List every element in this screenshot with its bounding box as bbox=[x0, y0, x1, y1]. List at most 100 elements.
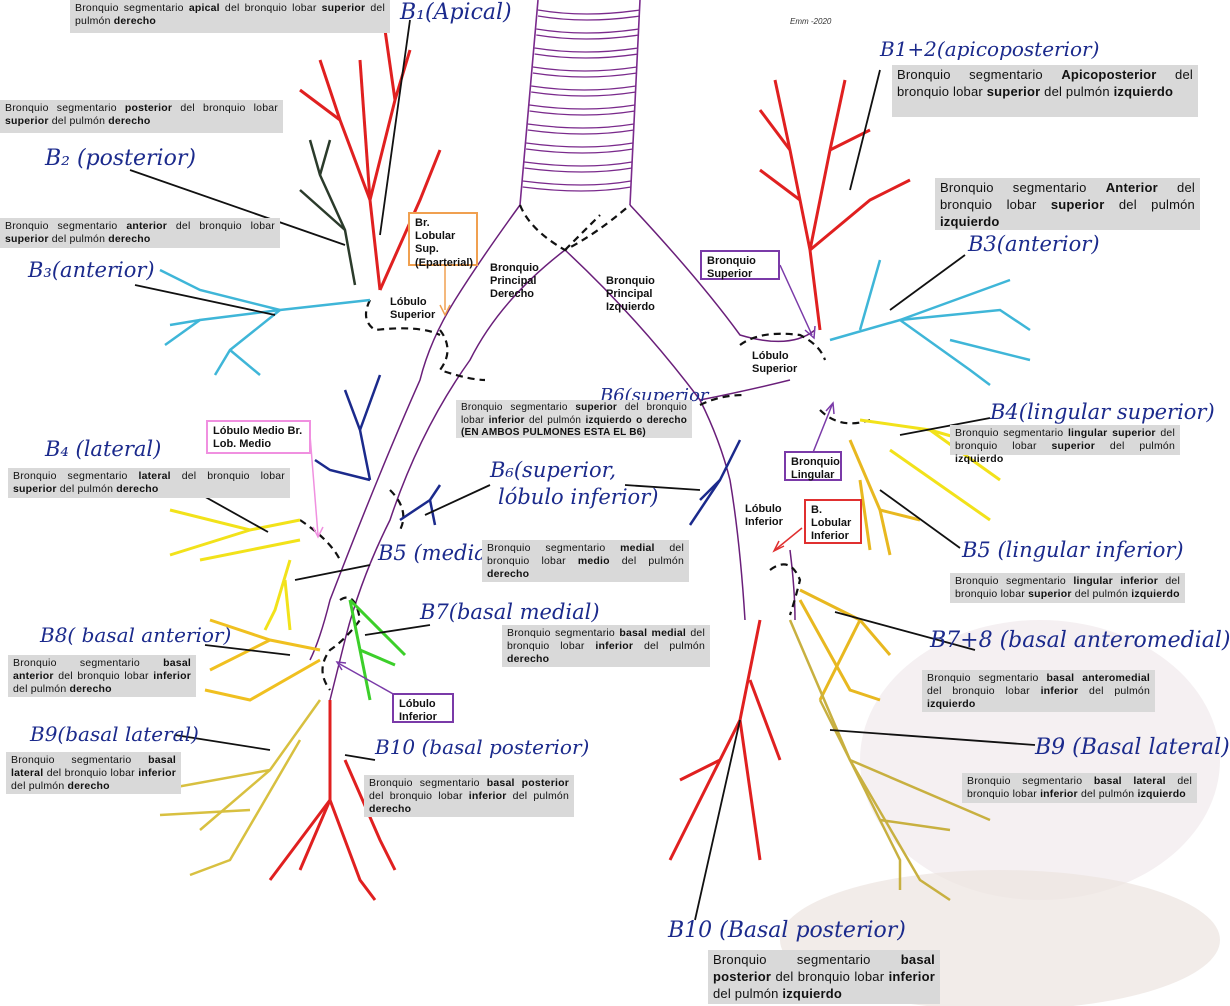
trachea-ring bbox=[524, 167, 633, 173]
desc-emphasis: lingular inferior bbox=[1073, 575, 1158, 587]
trachea-ring bbox=[531, 85, 637, 91]
callout-lobulo-medio: Lóbulo Medio Br. Lob. Medio bbox=[206, 420, 311, 454]
r-medial-branches bbox=[314, 374, 382, 482]
desc-text: Bronquio segmentario bbox=[927, 672, 1047, 684]
l-anterior-branches bbox=[829, 259, 1031, 386]
desc-text: del pulmón bbox=[1104, 196, 1195, 212]
desc-text: del bronquio lobar bbox=[167, 220, 275, 232]
desc-emphasis: derecho bbox=[369, 803, 412, 816]
l-superior-b6-branches bbox=[688, 439, 742, 526]
label-l-b10-basal-posterior: B10 (Basal posterior) bbox=[668, 918, 906, 943]
label-l-b4-lingular-superior: B4(lingular superior) bbox=[990, 400, 1215, 424]
desc-superior-both: Bronquio segmentario superior del bronqu… bbox=[456, 400, 692, 438]
desc-text: del pulmón bbox=[713, 985, 783, 1001]
l-basal-posterior-branches bbox=[668, 619, 782, 861]
desc-emphasis: apical bbox=[188, 2, 220, 14]
label-b9-basal-lateral: B9(basal lateral) bbox=[30, 722, 199, 746]
desc-emphasis: derecho bbox=[67, 780, 110, 793]
desc-text: del bronquio lobar bbox=[967, 775, 1192, 801]
desc-emphasis: izquierdo bbox=[1137, 788, 1186, 801]
desc-emphasis: derecho bbox=[507, 653, 550, 666]
desc-emphasis: basal lateral bbox=[11, 754, 176, 780]
desc-emphasis: izquierdo o derecho bbox=[585, 414, 687, 426]
label-l-b9-basal-lateral: B9 (Basal lateral) bbox=[1035, 735, 1230, 760]
desc-text: Bronquio segmentario bbox=[967, 775, 1094, 787]
desc-text: Bronquio segmentario bbox=[955, 427, 1068, 439]
desc-emphasis: medio bbox=[577, 555, 610, 568]
label-b6-lobulo-inferior: lóbulo inferior) bbox=[498, 485, 659, 509]
desc-emphasis: basal medial bbox=[619, 627, 687, 639]
label-b6-superior: B₆(superior, bbox=[490, 458, 617, 482]
desc-emphasis: superior bbox=[986, 83, 1041, 99]
trachea-ring bbox=[537, 15, 641, 21]
desc-text: Bronquio segmentario bbox=[507, 627, 620, 639]
desc-emphasis: inferior bbox=[138, 767, 176, 780]
desc-emphasis: izquierdo bbox=[1113, 83, 1174, 99]
desc-text: del pulmón bbox=[56, 483, 117, 496]
label-b3-anterior: B₃(anterior) bbox=[28, 258, 155, 282]
r-basal-posterior-branches bbox=[268, 700, 397, 901]
label-b1-apical: B₁(Apical) bbox=[400, 0, 512, 25]
trachea-ring bbox=[534, 47, 639, 53]
desc-emphasis: basal anterior bbox=[13, 657, 191, 683]
desc-r-apical: Bronquio segmentario apical del bronquio… bbox=[70, 0, 390, 33]
label-l-b12-apicoposterior: B1+2(apicoposterior) bbox=[880, 37, 1100, 61]
desc-text: del pulmón bbox=[75, 2, 385, 28]
pointer-lines bbox=[129, 19, 1036, 921]
desc-text: del bronquio lobar bbox=[172, 102, 278, 114]
desc-l-basal-anteromedial: Bronquio segmentario basal anteromedial … bbox=[922, 670, 1155, 712]
trachea-ring bbox=[534, 53, 639, 59]
trachea-ring bbox=[531, 91, 637, 97]
desc-text: del pulmón bbox=[1071, 588, 1132, 601]
desc-r-basal-medial: Bronquio segmentario basal medial del br… bbox=[502, 625, 710, 667]
desc-r-posterior: Bronquio segmentario posterior del bronq… bbox=[0, 100, 283, 133]
desc-emphasis: posterior bbox=[124, 102, 173, 114]
desc-l-apicoposterior: Bronquio segmentario Apicoposterior del … bbox=[892, 65, 1198, 117]
callout-b-lobular-inferior: B. Lobular Inferior bbox=[804, 499, 862, 544]
label-lobulo-inferior-left: Lóbulo Inferior bbox=[745, 503, 783, 529]
desc-emphasis: izquierdo bbox=[927, 698, 976, 711]
desc-text: del pulmón bbox=[48, 115, 109, 128]
desc-text: del pulmón bbox=[524, 414, 586, 426]
desc-text: Bronquio segmentario bbox=[75, 2, 189, 14]
desc-r-basal-lateral: Bronquio segmentario basal lateral del b… bbox=[6, 752, 181, 794]
desc-text: Bronquio segmentario bbox=[5, 220, 127, 232]
desc-emphasis: superior bbox=[321, 2, 366, 14]
label-b2-posterior: B₂ (posterior) bbox=[45, 146, 196, 171]
label-lobulo-superior-left: Lóbulo Superior bbox=[752, 350, 798, 376]
desc-emphasis: superior bbox=[5, 115, 49, 128]
desc-text: del bronquio lobar bbox=[955, 427, 1176, 453]
desc-text: Bronquio segmentario bbox=[487, 542, 621, 554]
desc-emphasis: superior bbox=[5, 233, 49, 246]
label-l-b5-lingular-inferior: B5 (lingular inferior) bbox=[962, 538, 1184, 562]
desc-emphasis: derecho bbox=[113, 15, 157, 28]
desc-text: del pulmón bbox=[11, 780, 68, 793]
desc-emphasis: basal lateral bbox=[1093, 775, 1166, 787]
desc-l-lingular-sup: Bronquio segmentario lingular superior d… bbox=[950, 425, 1180, 465]
desc-text: del bronquio lobar bbox=[897, 67, 1193, 99]
desc-emphasis: izquierdo bbox=[1131, 588, 1180, 601]
desc-text: del pulmón bbox=[13, 683, 70, 696]
callout-bronquio-lingular: Bronquio Lingular bbox=[784, 451, 842, 481]
desc-text: del bronquio lobar bbox=[927, 685, 1041, 698]
desc-text: Bronquio segmentario bbox=[955, 575, 1074, 587]
trachea-rings bbox=[522, 9, 641, 192]
trachea-ring bbox=[526, 148, 634, 154]
desc-emphasis: Apicoposterior bbox=[1061, 67, 1157, 82]
callout-bronquio-superior: Bronquio Superior bbox=[700, 250, 780, 280]
desc-text: Bronquio segmentario bbox=[713, 952, 901, 967]
label-b7-basal-medial: B7(basal medial) bbox=[420, 600, 600, 624]
desc-text: del pulmón bbox=[633, 640, 705, 653]
desc-text: del bronquio lobar bbox=[461, 402, 687, 426]
desc-emphasis: inferior bbox=[888, 968, 935, 984]
r-apical-branches bbox=[299, 29, 442, 291]
r-basal-medial-branches bbox=[348, 598, 407, 701]
desc-l-basal-posterior: Bronquio segmentario basal posterior del… bbox=[708, 950, 940, 1004]
r-posterior-branches bbox=[299, 139, 357, 286]
desc-text: Bronquio segmentario bbox=[13, 657, 164, 669]
trachea-ring bbox=[527, 129, 635, 135]
label-bronquio-principal-izquierdo: Bronquio Principal Izquierdo bbox=[606, 275, 655, 314]
r-anterior-branches bbox=[159, 268, 371, 376]
trachea-ring bbox=[529, 104, 636, 110]
desc-emphasis: superior bbox=[1050, 196, 1105, 212]
